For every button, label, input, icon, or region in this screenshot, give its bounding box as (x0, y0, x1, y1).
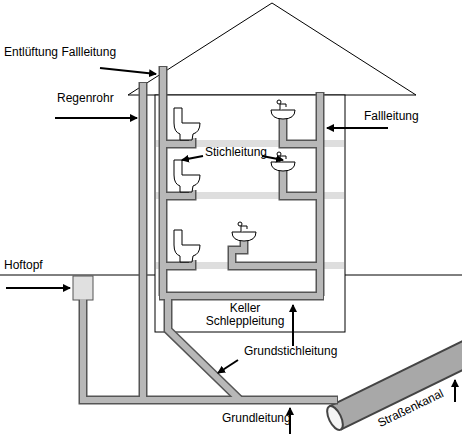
roof (128, 3, 416, 95)
street-sewer (324, 352, 462, 432)
sinks (232, 100, 295, 241)
toilets (174, 108, 200, 262)
stack-label: Fallleitung (364, 110, 419, 123)
vent-stack-label: Entlüftung Fallleitung (4, 46, 116, 59)
leader-arrows (6, 68, 455, 434)
branch-pipe-label: Stichleitung (205, 146, 267, 159)
ground-pipe-label: Grundleitung (222, 412, 291, 425)
ground-branch-label: Grundstichleitung (244, 345, 337, 358)
yard-gully-label: Hoftopf (4, 259, 43, 272)
pipes-outline (83, 66, 338, 400)
pipes-fill (83, 67, 337, 400)
cellar-pipe-label: Keller Schleppleitung (199, 302, 291, 328)
yard-gully (73, 276, 93, 300)
rain-pipe-label: Regenrohr (57, 92, 114, 105)
